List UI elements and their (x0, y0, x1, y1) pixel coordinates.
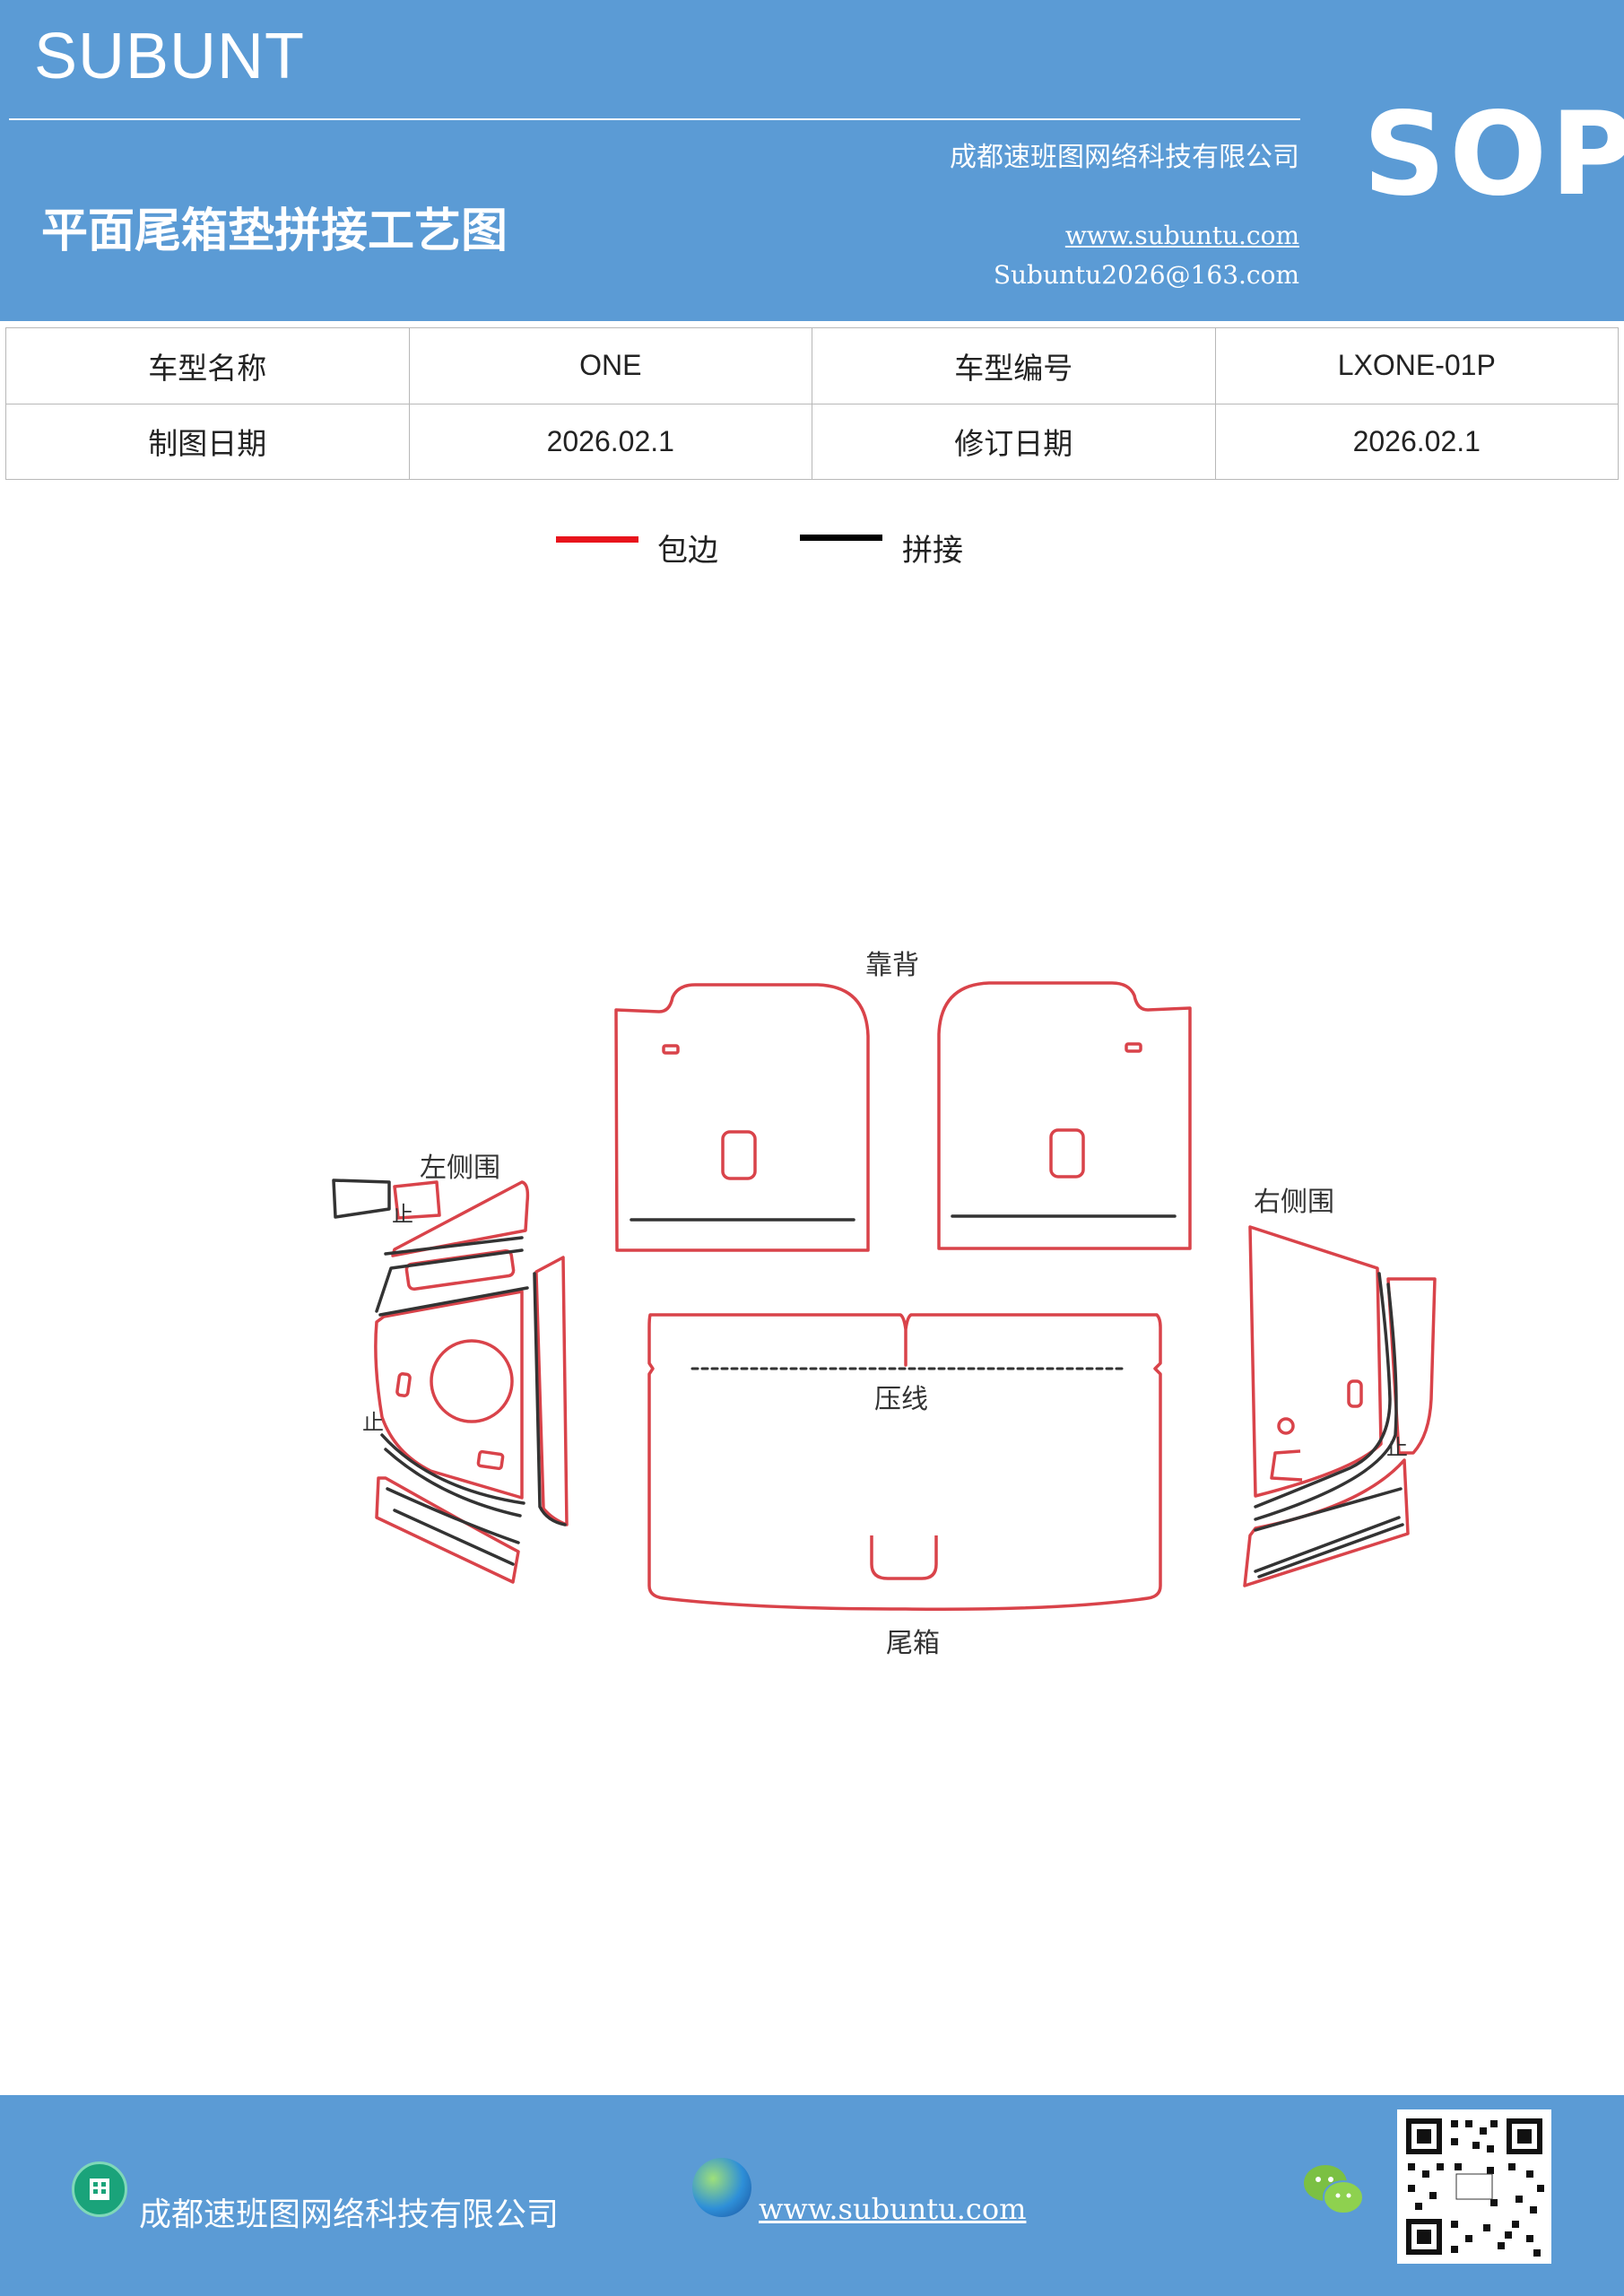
backrest-label: 靠背 (865, 950, 919, 981)
table-cell-value: LXONE-01P (1214, 327, 1619, 404)
table-cell-label: 车型编号 (812, 327, 1216, 404)
right-side-small-slot (1347, 1379, 1363, 1408)
table-row: 制图日期 2026.02.1 修订日期 2026.02.1 (5, 403, 1619, 480)
legend-binding-swatch (556, 536, 638, 543)
backrest-right-slot (1125, 1042, 1142, 1053)
right-side-seam-3 (1254, 1487, 1403, 1532)
table-cell-label: 车型名称 (5, 327, 410, 404)
document-title: 平面尾箱垫拼接工艺图 (41, 204, 508, 258)
sop-badge: SOP (1363, 88, 1624, 222)
qr-code-icon (1397, 2109, 1551, 2264)
legend-seam-label: 拼接 (902, 533, 963, 569)
table-row: 车型名称 ONE 车型编号 LXONE-01P (5, 327, 1619, 404)
right-side-label: 右侧围 (1254, 1187, 1334, 1218)
stop-mark-right: 止 (1386, 1435, 1408, 1460)
legend-binding-label: 包边 (657, 533, 718, 569)
stop-mark-left-top: 止 (392, 1202, 413, 1227)
header-divider (9, 118, 1300, 120)
left-side-speaker-cutout (430, 1339, 514, 1423)
legend-seam-swatch (800, 535, 882, 541)
left-side-edge-seam (533, 1272, 567, 1526)
right-side-main-panel (1248, 1225, 1383, 1498)
left-side-hook-slot (476, 1449, 505, 1471)
left-side-small-slot (395, 1372, 412, 1397)
crease-label: 压线 (874, 1384, 928, 1415)
vehicle-info-table: 车型名称 ONE 车型编号 LXONE-01P 制图日期 2026.02.1 修… (5, 327, 1619, 480)
wechat-icon[interactable] (1302, 2161, 1365, 2219)
trunk-handle-cutout (870, 1535, 938, 1580)
table-cell-value: 2026.02.1 (408, 403, 812, 480)
left-side-seam-5 (386, 1487, 520, 1566)
right-side-top-strip (1386, 1277, 1437, 1455)
right-side-seam-2 (1254, 1283, 1398, 1521)
backrest-right-piece (937, 981, 1192, 1250)
table-cell-value: 2026.02.1 (1214, 403, 1619, 480)
left-side-top-strip (393, 1180, 441, 1220)
stop-mark-left-mid: 止 (362, 1410, 384, 1435)
backrest-left-cutout (721, 1130, 757, 1180)
footer-website-link[interactable]: www.subuntu.com (759, 2192, 1027, 2226)
left-side-label: 左侧围 (420, 1152, 500, 1184)
trunk-floor-piece (647, 1313, 1162, 1611)
right-side-seam-1 (1254, 1272, 1392, 1509)
right-side-seam-5 (1257, 1523, 1404, 1578)
left-side-long-strip (391, 1180, 530, 1257)
trunk-label: 尾箱 (886, 1628, 940, 1659)
building-icon (72, 2161, 127, 2217)
right-side-round-hole (1277, 1417, 1295, 1435)
brand-name: SUBUNT (34, 21, 306, 92)
left-side-edge-strip (534, 1256, 569, 1526)
left-side-bottom-panel (375, 1476, 520, 1584)
left-side-main-panel (374, 1290, 524, 1500)
right-side-hook-slot (1270, 1449, 1303, 1482)
backrest-right-cutout (1049, 1128, 1085, 1178)
right-side-seam-4 (1254, 1516, 1401, 1573)
header-email: Subuntu2026@163.com (993, 260, 1299, 290)
backrest-left-piece (614, 983, 870, 1252)
left-side-seam-1 (332, 1178, 391, 1219)
header-company-name: 成都速班图网络科技有限公司 (950, 142, 1299, 173)
footer-company-name: 成都速班图网络科技有限公司 (139, 2196, 560, 2233)
table-cell-label: 制图日期 (5, 403, 410, 480)
table-cell-value: ONE (408, 327, 812, 404)
left-side-seam-4 (380, 1433, 525, 1518)
header-website-link[interactable]: www.subuntu.com (1064, 221, 1299, 250)
backrest-left-slot (662, 1044, 680, 1055)
left-side-seam-2 (384, 1236, 524, 1256)
left-side-slot (404, 1248, 516, 1292)
left-side-seam-3 (375, 1248, 529, 1317)
table-cell-label: 修订日期 (812, 403, 1216, 480)
header-banner (0, 0, 1624, 321)
globe-icon (692, 2158, 751, 2217)
